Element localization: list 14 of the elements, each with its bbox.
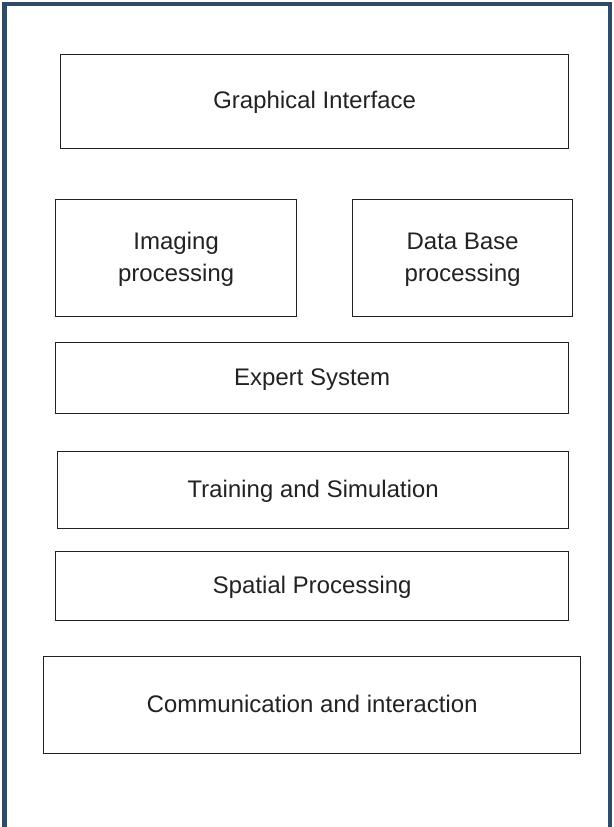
box-label: Graphical Interface bbox=[213, 86, 416, 116]
box-label: Communication and interaction bbox=[146, 690, 478, 720]
box-label: Expert System bbox=[234, 362, 390, 393]
box-label: Data Base processing bbox=[403, 226, 522, 289]
process-box bbox=[55, 342, 569, 414]
process-box bbox=[57, 451, 569, 529]
box-label: Imaging processing bbox=[116, 226, 236, 289]
box-label: Spatial Processing bbox=[212, 570, 412, 601]
process-box bbox=[55, 199, 297, 317]
process-box bbox=[55, 551, 569, 621]
process-box bbox=[60, 54, 569, 149]
process-box bbox=[352, 199, 573, 317]
box-label: Training and Simulation bbox=[187, 474, 439, 505]
process-box bbox=[43, 656, 581, 754]
